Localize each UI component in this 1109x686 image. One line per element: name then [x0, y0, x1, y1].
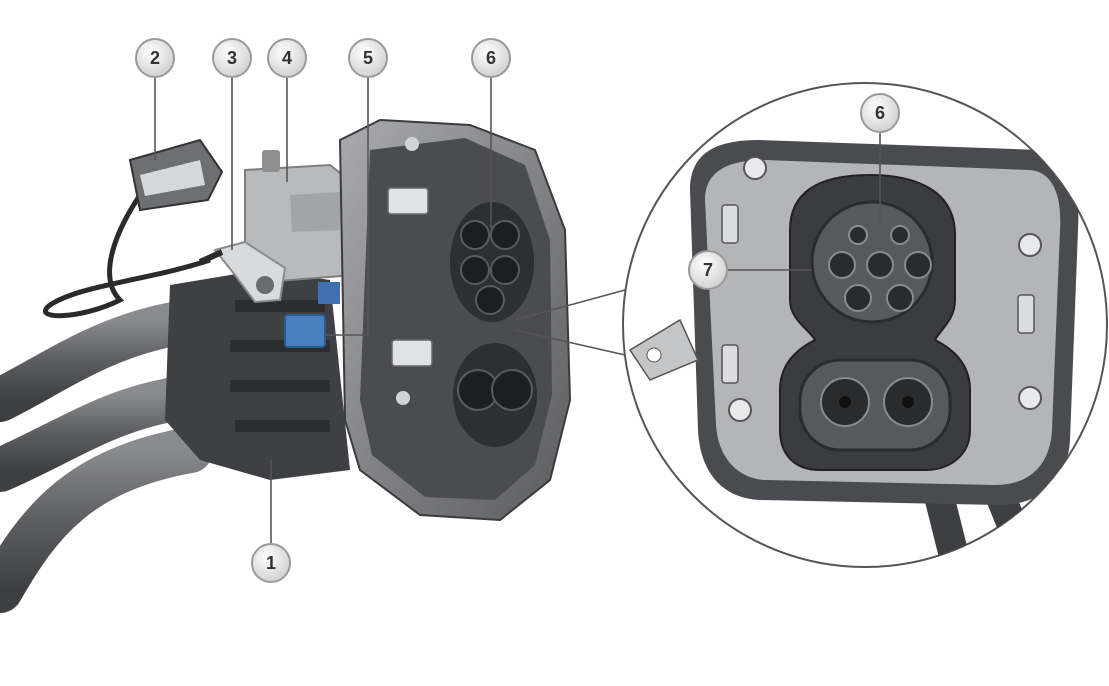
callout-6-left: 6: [471, 38, 511, 78]
socket-detail-view: [622, 82, 1108, 568]
signal-plug: [128, 138, 224, 212]
signal-cable: [43, 193, 211, 319]
ground-terminal: [198, 240, 287, 304]
callout-2: 2: [135, 38, 175, 78]
callout-2-label: 2: [150, 48, 160, 68]
callout-7-label: 7: [703, 260, 713, 280]
callout-7: 7: [688, 250, 728, 290]
detail-leader-lines: [514, 289, 626, 356]
dc-socket-pins: [453, 343, 537, 447]
locking-actuator: [244, 150, 356, 284]
ac-socket-pins: [450, 202, 534, 322]
callout-1-label: 1: [266, 553, 276, 573]
callout-5-label: 5: [363, 48, 373, 68]
callout-6-left-label: 6: [486, 48, 496, 68]
callout-6-detail-label: 6: [875, 103, 885, 123]
callout-4-label: 4: [282, 48, 292, 68]
charging-socket-assembly: [0, 118, 572, 613]
blue-connector: [284, 282, 340, 348]
callout-5: 5: [348, 38, 388, 78]
callout-6-detail: 6: [860, 93, 900, 133]
callout-3: 3: [212, 38, 252, 78]
callout-3-label: 3: [227, 48, 237, 68]
callout-1: 1: [251, 543, 291, 583]
socket-front-flange: [338, 118, 572, 522]
callout-leader-lines: [154, 78, 881, 545]
callout-4: 4: [267, 38, 307, 78]
ac-inlet-pins: [828, 225, 932, 312]
